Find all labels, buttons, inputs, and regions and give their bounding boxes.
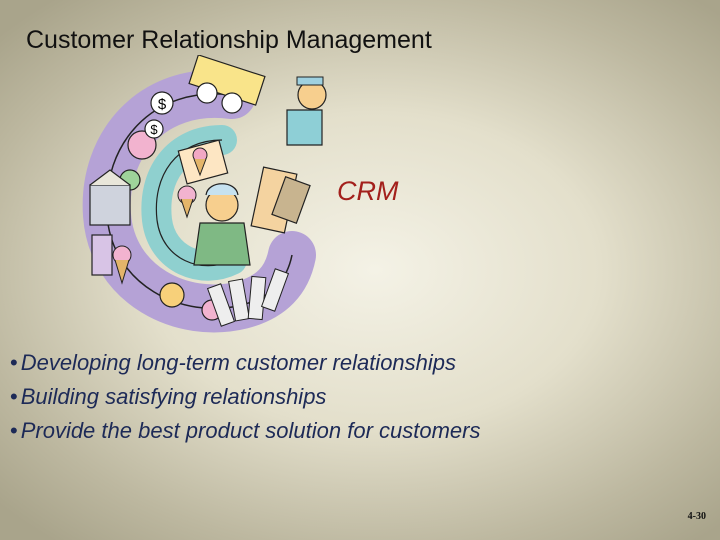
bullet-list: Developing long-term customer relationsh… xyxy=(10,346,481,448)
dollar-sign: $ xyxy=(150,122,158,137)
dollar-sign: $ xyxy=(158,96,167,113)
crm-label: CRM xyxy=(337,176,399,206)
bullet-item: Building satisfying relationships xyxy=(10,380,481,414)
bullet-item: Provide the best product solution for cu… xyxy=(10,414,481,448)
crm-cycle-clipart-icon: $ $ xyxy=(82,55,327,333)
bullet-item: Developing long-term customer relationsh… xyxy=(10,346,481,380)
slide-title: Customer Relationship Management xyxy=(26,26,432,54)
page-number: 4-30 xyxy=(687,511,706,522)
